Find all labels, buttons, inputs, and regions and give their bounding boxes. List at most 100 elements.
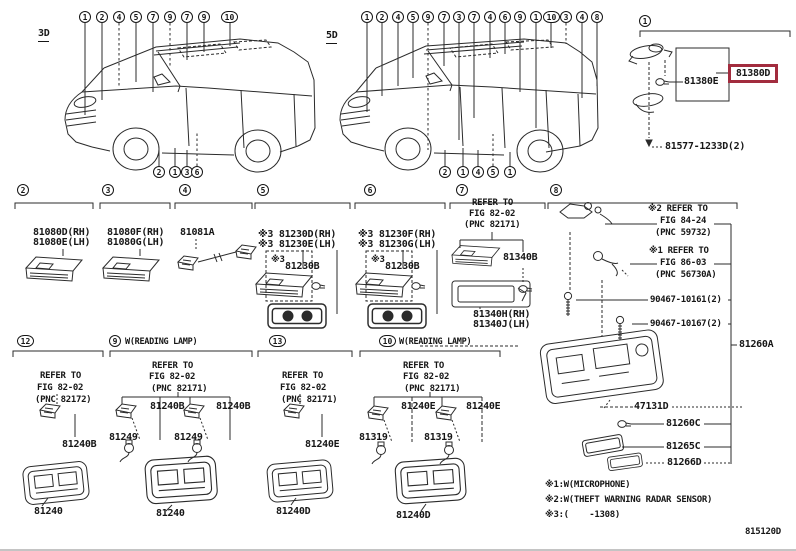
part-number-label[interactable]: 81240E xyxy=(466,401,501,412)
callout-5d-top-10[interactable]: 6 xyxy=(499,11,511,23)
part-number-label[interactable]: 81340B xyxy=(503,252,538,263)
part-number-label[interactable]: 81230B xyxy=(285,261,320,272)
section-4-number[interactable]: 4 xyxy=(179,184,191,196)
callout-3d-top-6[interactable]: 9 xyxy=(164,11,176,23)
part-number-label[interactable]: 81080F(RH) xyxy=(107,227,165,238)
refer-note: REFER TO xyxy=(472,198,513,208)
callout-5d-bot-5[interactable]: 1 xyxy=(504,166,516,178)
callout-5d-bot-3[interactable]: 4 xyxy=(472,166,484,178)
callout-3d-bot-1[interactable]: 2 xyxy=(153,166,165,178)
part-81340-drawing xyxy=(451,232,533,310)
part-number-label[interactable]: 81340H(RH) xyxy=(473,309,531,320)
part-number-label[interactable]: 81380E xyxy=(684,76,719,87)
part-number-label[interactable]: 81240B xyxy=(216,401,251,412)
part-number-label[interactable]: 81080E(LH) xyxy=(33,237,91,248)
part-number-label[interactable]: 81240B xyxy=(150,401,185,412)
section-13-number[interactable]: 13 xyxy=(269,335,286,347)
part-number-label[interactable]: 90467-10167(2) xyxy=(650,319,722,329)
section-9-tag: W(READING LAMP) xyxy=(125,337,198,347)
part-81380-drawing xyxy=(628,43,730,148)
section-1-number[interactable]: 1 xyxy=(639,15,651,27)
part-81230de-drawing xyxy=(255,250,338,329)
part-number-label[interactable]: 81265C xyxy=(666,441,701,452)
section-10-number[interactable]: 10 xyxy=(379,335,396,347)
callout-5d-top-15[interactable]: 4 xyxy=(576,11,588,23)
callout-5d-top-2[interactable]: 2 xyxy=(376,11,388,23)
section-8-number[interactable]: 8 xyxy=(550,184,562,196)
callout-3d-top-7[interactable]: 7 xyxy=(181,11,193,23)
callout-3d-top-2[interactable]: 2 xyxy=(96,11,108,23)
callout-5d-top-6[interactable]: 7 xyxy=(438,11,450,23)
callout-5d-top-7[interactable]: 3 xyxy=(453,11,465,23)
section-12-number[interactable]: 12 xyxy=(17,335,34,347)
part-number-label[interactable]: 81240D xyxy=(276,506,311,517)
section-6-number[interactable]: 6 xyxy=(364,184,376,196)
callout-5d-top-9[interactable]: 4 xyxy=(484,11,496,23)
part-number-label[interactable]: 81240 xyxy=(34,506,63,517)
callout-5d-bot-4[interactable]: 5 xyxy=(487,166,499,178)
part-number-label[interactable]: 81080G(LH) xyxy=(107,237,165,248)
callout-5d-top-11[interactable]: 9 xyxy=(514,11,526,23)
part-number-label[interactable]: ※3 81230G(LH) xyxy=(358,239,437,250)
callout-5d-top-14[interactable]: 3 xyxy=(560,11,572,23)
callout-3d-top-3[interactable]: 4 xyxy=(113,11,125,23)
part-number-label[interactable]: ※3 81230D(RH) xyxy=(258,229,337,240)
refer-note: (PNC 82171) xyxy=(404,384,461,394)
part-number-label[interactable]: 81080D(RH) xyxy=(33,227,91,238)
callout-5d-top-12[interactable]: 1 xyxy=(530,11,542,23)
callout-5d-top-4[interactable]: 5 xyxy=(407,11,419,23)
section-9-number[interactable]: 9 xyxy=(109,335,121,347)
selected-part-box[interactable]: 81380D xyxy=(728,64,778,83)
part-number-label[interactable]: 81240D xyxy=(396,510,431,521)
callout-5d-top-16[interactable]: 8 xyxy=(591,11,603,23)
callout-5d-bot-2[interactable]: 1 xyxy=(457,166,469,178)
part-number-label[interactable]: 81340J(LH) xyxy=(473,319,531,330)
refer-note: (PNC 82171) xyxy=(464,220,521,230)
part-number-label[interactable]: ※3 81230E(LH) xyxy=(258,239,337,250)
callout-5d-top-8[interactable]: 7 xyxy=(468,11,480,23)
part-number-label[interactable]: 81249 xyxy=(174,432,203,443)
part-number-label[interactable]: 81249 xyxy=(109,432,138,443)
refer-note: FIG 82-02 xyxy=(280,383,327,393)
part-number-label[interactable]: 81240 xyxy=(156,508,185,519)
part-number-label[interactable]: 81240E xyxy=(401,401,436,412)
part-number-label[interactable]: 90467-10161(2) xyxy=(650,295,722,305)
part-number-label[interactable]: 81240E xyxy=(305,439,340,450)
callout-5d-top-5[interactable]: 9 xyxy=(422,11,434,23)
refer-note: FIG 86-03 xyxy=(660,258,707,268)
car-3d-label: 3D xyxy=(38,28,50,42)
callout-3d-bot-4[interactable]: 6 xyxy=(191,166,203,178)
callout-3d-top-1[interactable]: 1 xyxy=(79,11,91,23)
refer-note: ※1 REFER TO xyxy=(649,246,709,256)
callout-3d-top-9[interactable]: 10 xyxy=(221,11,238,23)
part-number-label[interactable]: 47131D xyxy=(634,401,669,412)
section-2-number[interactable]: 2 xyxy=(17,184,29,196)
refer-note: FIG 84-24 xyxy=(660,216,707,226)
part-number-label[interactable]: 81260C xyxy=(666,418,701,429)
part-number-label[interactable]: ※3 81230F(RH) xyxy=(358,229,437,240)
part-number-label[interactable]: 81266D xyxy=(667,457,702,468)
part-number-label[interactable]: 81319 xyxy=(424,432,453,443)
callout-5d-top-1[interactable]: 1 xyxy=(361,11,373,23)
refer-note: (PNC 82171) xyxy=(281,395,338,405)
section-3-number[interactable]: 3 xyxy=(102,184,114,196)
callout-5d-bot-1[interactable]: 2 xyxy=(439,166,451,178)
part-number-label[interactable]: 81260A xyxy=(739,339,774,350)
part-number-label[interactable]: 81319 xyxy=(359,432,388,443)
part-number-label[interactable]: 81577-1233D(2) xyxy=(665,141,746,152)
callout-3d-top-8[interactable]: 9 xyxy=(198,11,210,23)
section-5-number[interactable]: 5 xyxy=(257,184,269,196)
part-number-label[interactable]: 81081A xyxy=(180,227,215,238)
part-81240d-reading-drawing xyxy=(367,392,483,512)
callout-3d-top-5[interactable]: 7 xyxy=(147,11,159,23)
refer-note: (PNC 82171) xyxy=(151,384,208,394)
part-81240e-drawing xyxy=(265,394,335,506)
callout-5d-top-3[interactable]: 4 xyxy=(392,11,404,23)
callout-5d-top-13[interactable]: 10 xyxy=(543,11,560,23)
section-7-number[interactable]: 7 xyxy=(456,184,468,196)
callout-3d-bot-2[interactable]: 1 xyxy=(169,166,181,178)
part-number-label[interactable]: 81240B xyxy=(62,439,97,450)
callout-3d-top-4[interactable]: 5 xyxy=(130,11,142,23)
part-number-label[interactable]: 81230B xyxy=(385,261,420,272)
